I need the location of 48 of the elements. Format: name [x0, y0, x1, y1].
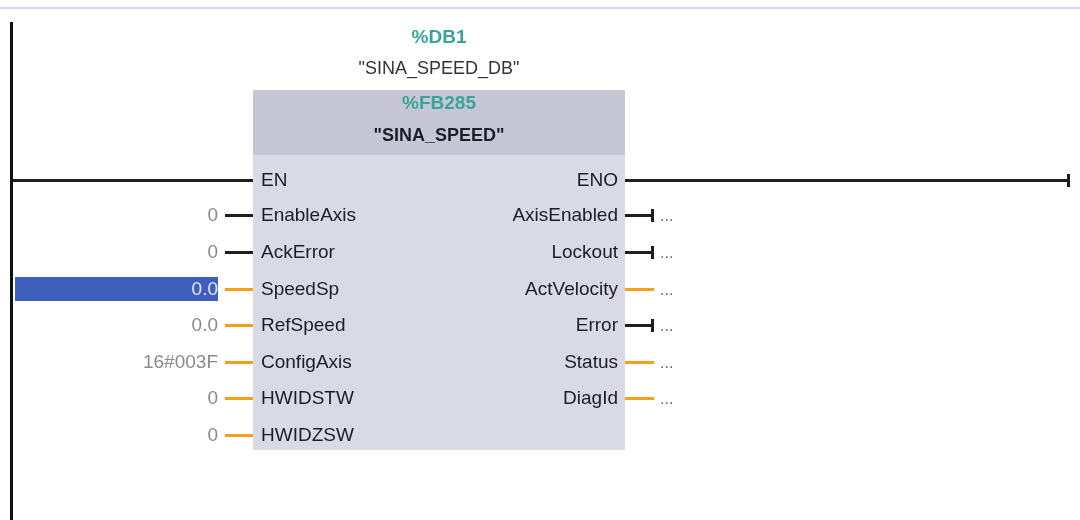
- connection-line: [225, 251, 253, 254]
- parameter-value: 16#003F: [143, 350, 218, 374]
- pin-name: ConfigAxis: [261, 350, 352, 374]
- connection-line: [625, 214, 654, 217]
- operand-field: ...: [660, 284, 674, 296]
- instance-db-name: "SINA_SPEED_DB": [358, 57, 520, 80]
- connection-line: [225, 288, 253, 291]
- pin-name: Error: [575, 313, 618, 337]
- connection-line: [625, 397, 654, 400]
- parameter-value: 0.0: [191, 313, 218, 337]
- pin-name: EN: [261, 168, 288, 192]
- instance-db-number: %DB1: [411, 25, 467, 49]
- connection-line: [225, 214, 253, 217]
- pin-name: RefSpeed: [261, 313, 346, 337]
- connection-line: [625, 251, 654, 254]
- parameter-value: 0: [207, 240, 218, 264]
- pin-name: AxisEnabled: [512, 203, 618, 227]
- operand-field: ...: [660, 320, 674, 332]
- operand-field: ...: [660, 210, 674, 222]
- block-number: %FB285: [402, 91, 476, 115]
- parameter-value: 0: [207, 386, 218, 410]
- connection-line: [625, 361, 654, 364]
- pin-name: ENO: [576, 168, 618, 192]
- connection-line: [225, 324, 253, 327]
- pin-name: SpeedSp: [261, 277, 340, 301]
- connection-line: [225, 397, 253, 400]
- pin-name: HWIDSTW: [261, 386, 354, 410]
- parameter-value: 0: [207, 203, 218, 227]
- connection-line: [625, 288, 654, 291]
- connection-line: [225, 361, 253, 364]
- connection-line: [13, 179, 253, 182]
- power-rail: [10, 22, 13, 520]
- pin-name: EnableAxis: [261, 203, 357, 227]
- pin-name: Status: [564, 350, 618, 374]
- operand-field: ...: [660, 393, 674, 405]
- connection-line: [625, 324, 654, 327]
- operand-field: ...: [660, 357, 674, 369]
- block-name: "SINA_SPEED": [373, 124, 505, 147]
- pin-name: DiagId: [563, 386, 618, 410]
- connection-line: [225, 434, 253, 437]
- pin-name: AckError: [261, 240, 335, 264]
- input-field: 0.0: [15, 277, 218, 301]
- pin-name: Lockout: [551, 240, 618, 264]
- pin-name: ActVelocity: [525, 277, 618, 301]
- operand-field: ...: [660, 247, 674, 259]
- parameter-value: 0: [207, 423, 218, 447]
- connection-line: [625, 179, 1070, 182]
- pin-name: HWIDZSW: [261, 423, 354, 447]
